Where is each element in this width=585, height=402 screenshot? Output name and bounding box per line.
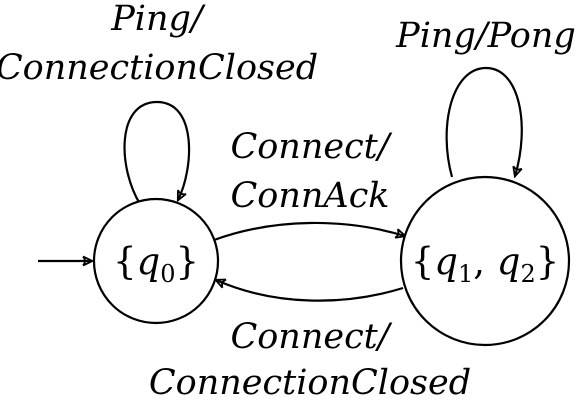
edge-q0-to-q12 [213, 221, 405, 242]
edge-q12-to-q0-label-line2: ConnectionClosed [149, 363, 471, 402]
q12-self-loop-label: Ping/Pong [395, 16, 576, 56]
q0-self-loop-label-line1: Ping/ [110, 0, 206, 39]
state-q0-circle [92, 197, 220, 325]
q12-self-loop [445, 66, 523, 177]
edge-q0-to-q12-label-line1: Connect/ [230, 127, 392, 167]
edge-q12-to-q0-label-line1: Connect/ [230, 317, 392, 357]
state-q0-label: {q0} [113, 240, 199, 288]
edge-q0-to-q12-label-line2: ConnAck [230, 176, 389, 216]
state-q12-circle [399, 175, 571, 347]
state-q12: {q1, q2} [399, 175, 571, 347]
q0-self-loop-label-line2: ConnectionClosed [0, 48, 318, 88]
q0-self-loop [123, 100, 191, 205]
state-q12-label: {q1, q2} [411, 240, 560, 288]
state-q0: {q0} [92, 197, 220, 325]
edge-q12-to-q0 [216, 280, 404, 302]
